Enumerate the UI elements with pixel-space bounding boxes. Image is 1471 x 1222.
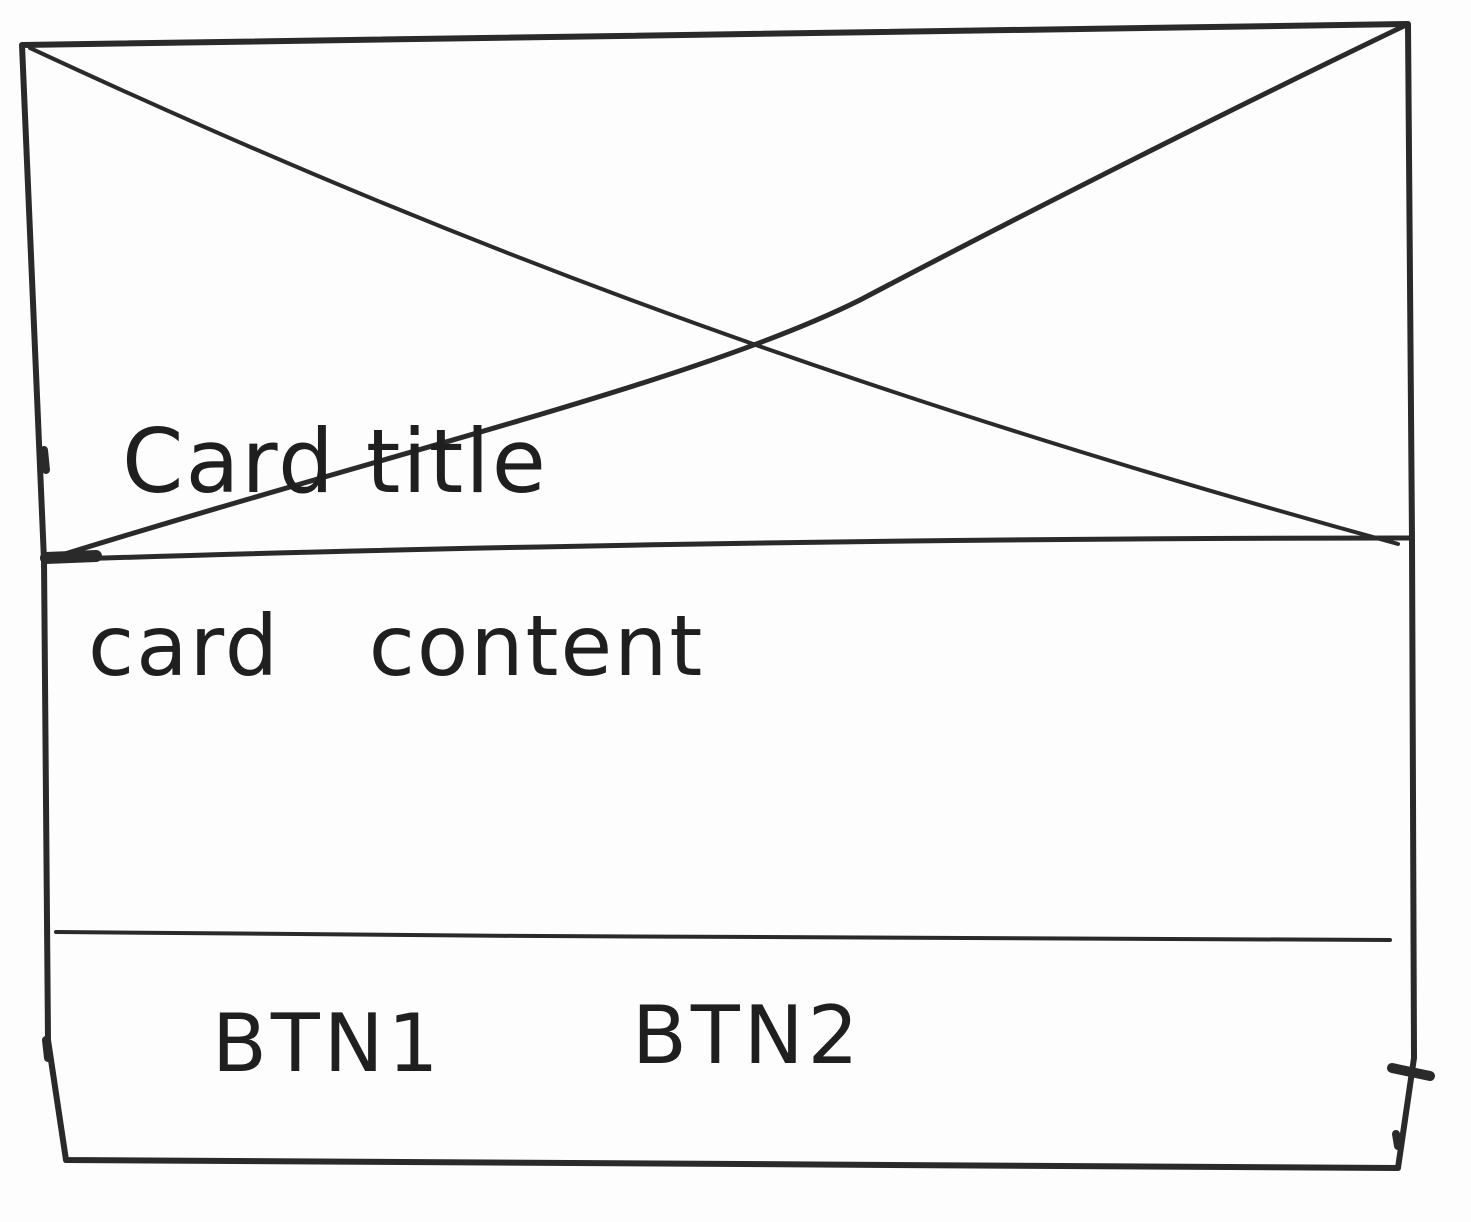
edge-tick-right-bottom [1392,1130,1402,1150]
edge-tick-left-bottom [42,1036,52,1062]
btn2-button[interactable]: BTN2 [632,989,863,1082]
card-title: Card title [122,410,548,513]
actions-divider [54,930,1392,942]
edge-tick-left [40,446,50,474]
edge-tick-right [1387,1063,1435,1081]
ink-blob [40,550,102,564]
title-divider [41,535,1415,563]
card-content: card content [88,597,705,695]
image-placeholder-diagonal-1 [28,46,1400,546]
image-placeholder-diagonal-2 [49,23,1407,561]
btn1-button[interactable]: BTN1 [212,997,443,1090]
card-border [19,21,1417,1171]
